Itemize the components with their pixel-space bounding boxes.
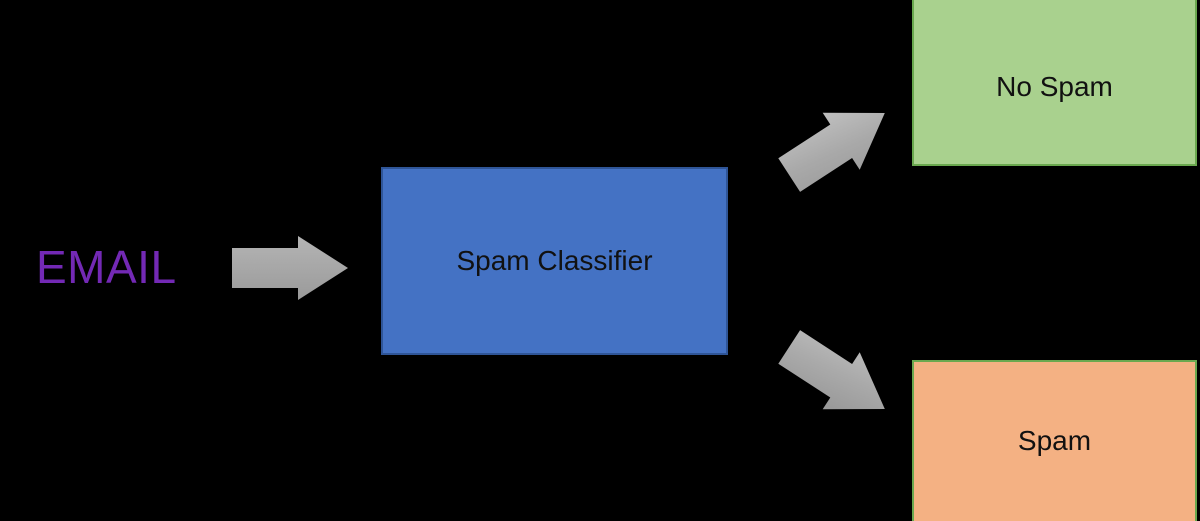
no-spam-box: No Spam <box>912 0 1197 166</box>
spam-arrow-icon <box>772 322 902 434</box>
no-spam-label: No Spam <box>996 71 1113 102</box>
email-input-label: EMAIL <box>36 241 177 293</box>
spam-label: Spam <box>1017 425 1092 456</box>
spam-classifier-label: Spam Classifier <box>456 245 653 276</box>
input-arrow-icon <box>230 234 350 302</box>
spam-classifier-box: Spam Classifier <box>381 167 728 355</box>
no-spam-arrow-icon <box>772 88 902 200</box>
spam-box: Spam <box>912 360 1197 521</box>
